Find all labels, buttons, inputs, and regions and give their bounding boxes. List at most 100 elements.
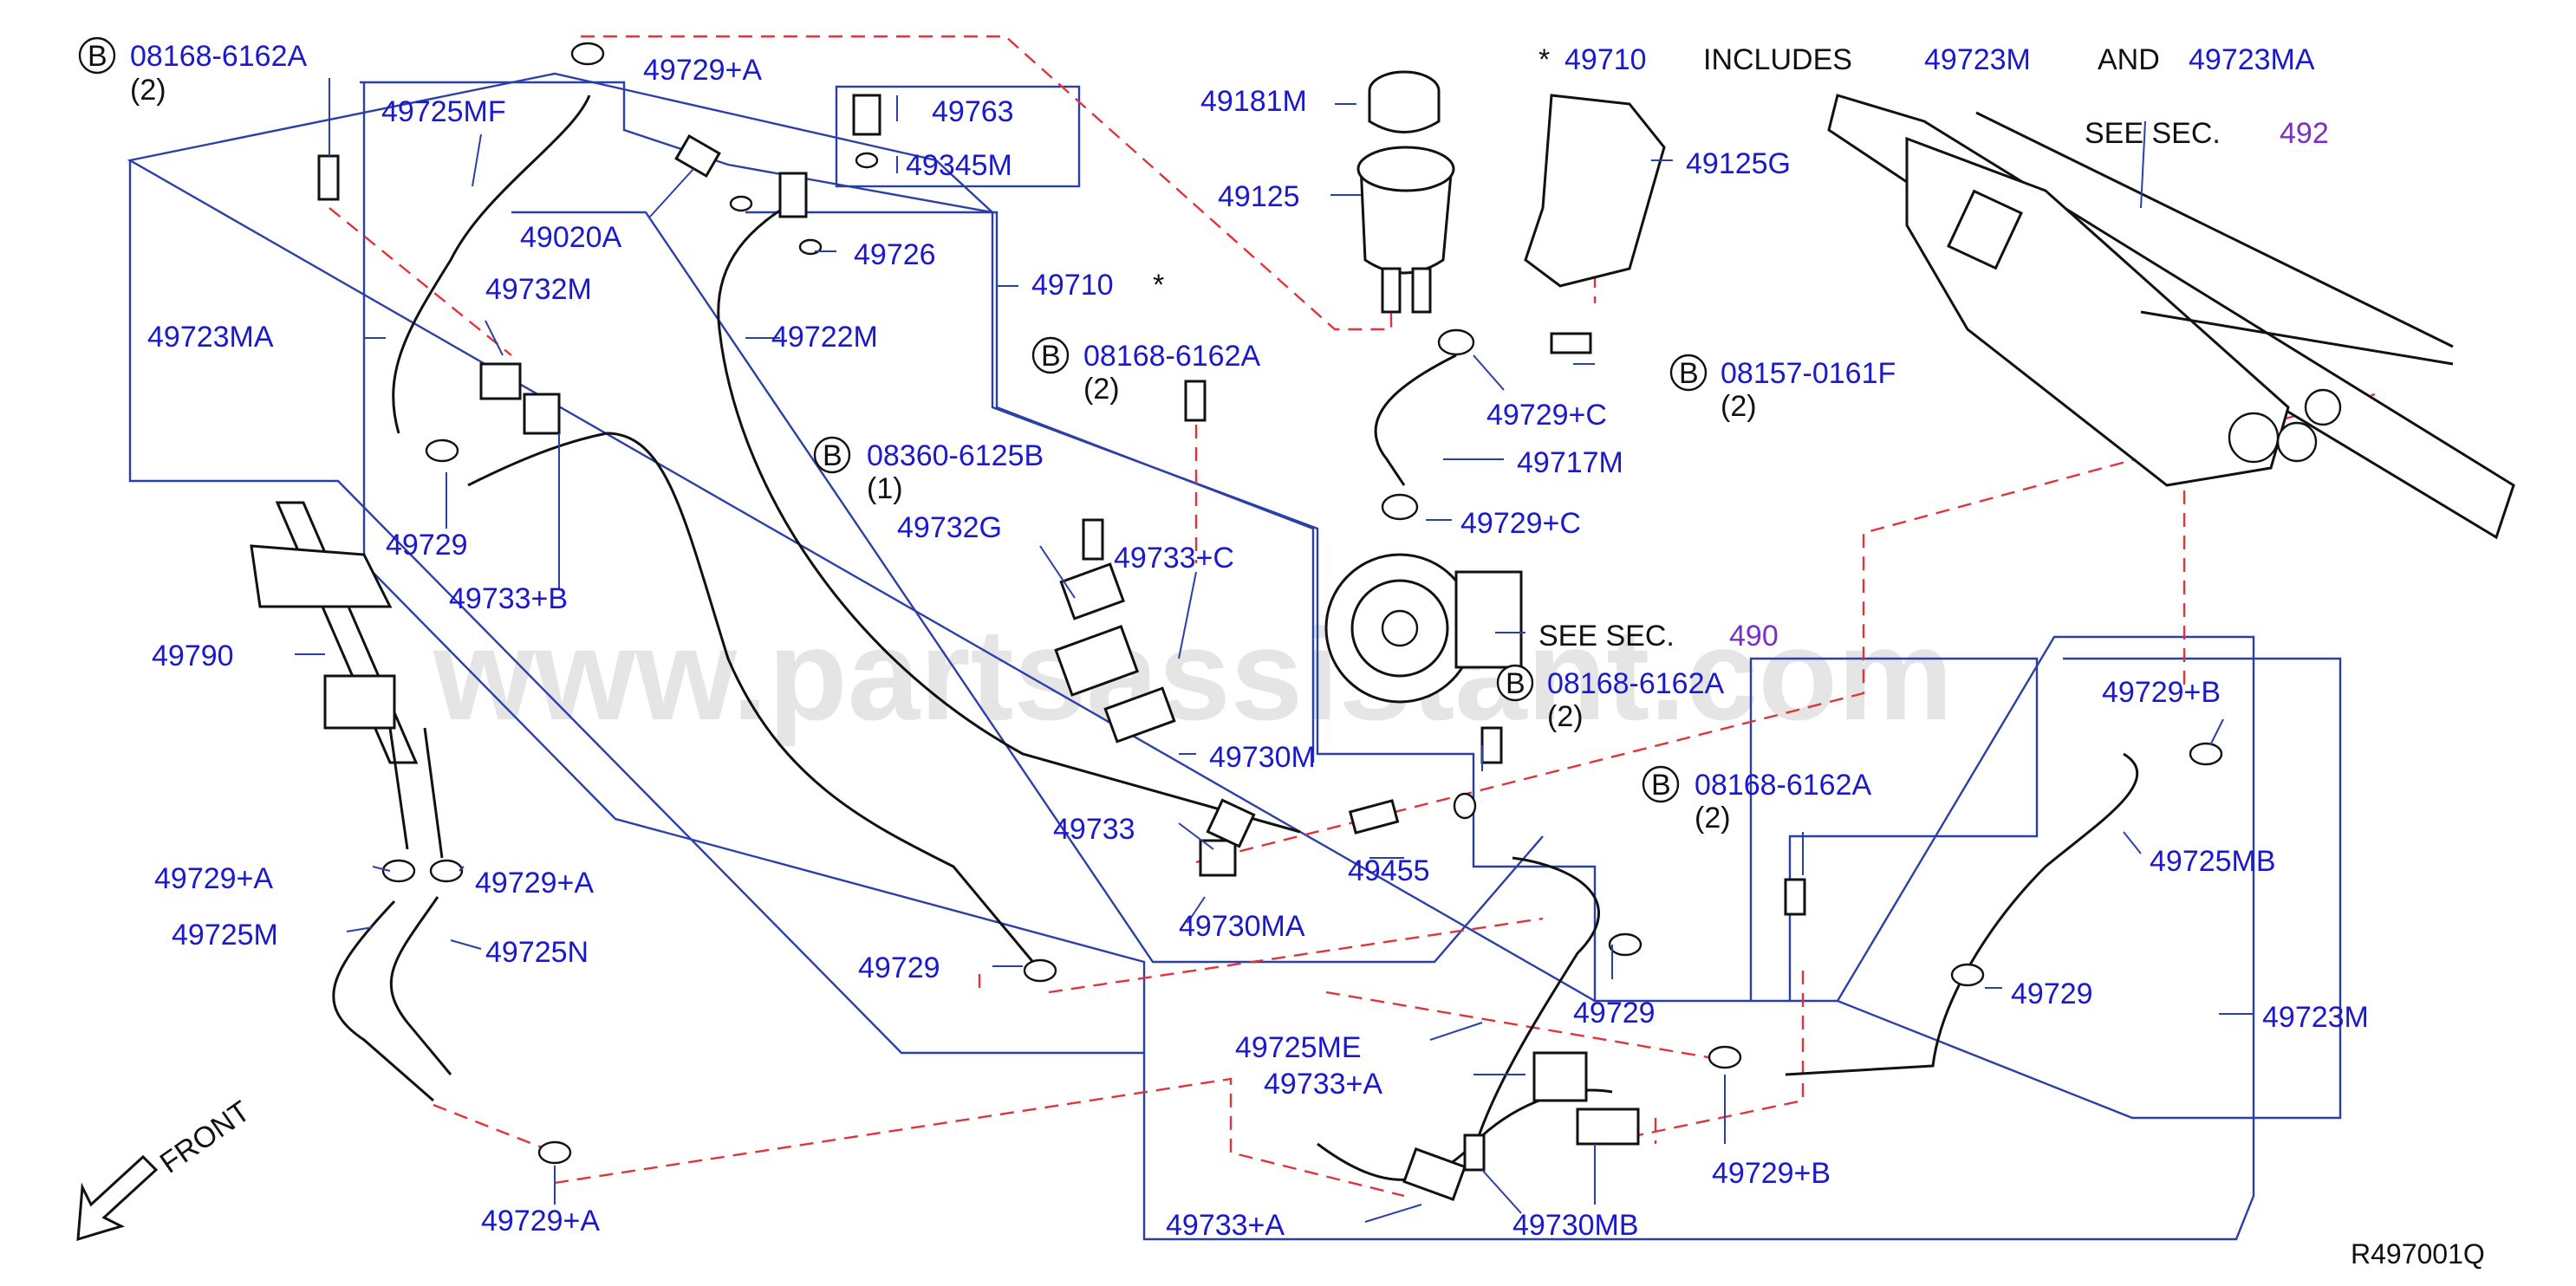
label-49345M: 49345M: [906, 149, 1012, 182]
dashed-link-4: [1048, 917, 1544, 994]
hose-49725MB: [1785, 752, 2138, 1076]
leader-lines: [295, 78, 2254, 1223]
dashed-link-7: [433, 1103, 556, 1154]
part-labels: 49729+A 49725MF 49763 49345M 49020A 4972…: [147, 54, 2369, 1242]
label-49790: 49790: [152, 640, 234, 672]
label-49725M: 49725M: [172, 919, 278, 952]
bolt-qty: (2): [1547, 700, 1584, 733]
note-code-a: 49723M: [1924, 43, 2031, 76]
label-49725ME: 49725ME: [1235, 1031, 1362, 1064]
label-49733: 49733: [1053, 813, 1135, 846]
label-49732G: 49732G: [897, 511, 1002, 544]
diagram-reference-code: R497001Q: [2351, 1238, 2485, 1270]
bolt-callout-2: B 08168-6162A (2): [1031, 336, 1261, 406]
see-section-492: SEE SEC. 492: [2085, 117, 2329, 150]
bolt-callout-1: B 08168-6162A (2): [78, 36, 308, 107]
reservoir-tank: [1356, 70, 1455, 314]
label-49729C: 49729+C: [1486, 399, 1607, 432]
label-49730MA: 49730MA: [1179, 910, 1305, 943]
circle-b: B: [1041, 340, 1061, 373]
hose-49722M: [717, 198, 1301, 834]
clamps: [381, 42, 2223, 1165]
bolt-callout-3: B 08360-6125B (1): [813, 436, 1044, 505]
label-49732M: 49732M: [485, 273, 592, 306]
hose-49725MF: [392, 94, 591, 434]
front-direction-arrow: FRONT: [76, 1094, 257, 1242]
front-label: FRONT: [154, 1094, 257, 1179]
bolt-code: 08168-6162A: [1695, 769, 1872, 802]
bolt-qty: (2): [130, 74, 166, 107]
circle-b: B: [1679, 357, 1699, 390]
group-box-upper-left: [128, 160, 2255, 1241]
bolt-callout-6: B 08168-6162A (2): [1642, 765, 1872, 835]
bolt-code: 08168-6162A: [1547, 667, 1725, 700]
steering-gear-rack: [1827, 94, 2515, 540]
label-49763: 49763: [932, 95, 1014, 128]
power-steering-pump: [1324, 553, 1523, 704]
bolts: [317, 154, 1806, 1172]
label-49730M: 49730M: [1209, 741, 1316, 774]
note-code: 49710: [1564, 43, 1647, 76]
see-sec-text: SEE SEC.: [2085, 117, 2221, 150]
dashed-link-1: [581, 35, 1393, 331]
label-49725MB: 49725MB: [2150, 845, 2276, 878]
label-49729C: 49729+C: [1460, 507, 1581, 540]
label-49455: 49455: [1348, 854, 1430, 887]
mounting-brackets: [479, 362, 1640, 1201]
bolt-code: 08168-6162A: [130, 40, 308, 73]
label-49733A: 49733+A: [1264, 1068, 1382, 1101]
see-sec-number: 492: [2280, 117, 2329, 150]
label-49717M: 49717M: [1517, 446, 1623, 479]
watermark: www.partsassistant.com: [433, 601, 1953, 747]
label-49723M: 49723M: [2262, 1001, 2369, 1034]
label-49725N: 49725N: [485, 936, 589, 969]
label-49181M: 49181M: [1200, 85, 1307, 118]
bolt-callout-4: B 08157-0161F (2): [1669, 354, 1896, 423]
label-49125G: 49125G: [1686, 147, 1791, 180]
hose-49725N: [389, 896, 452, 1075]
bolt-qty: (2): [1721, 390, 1757, 423]
label-49729B: 49729+B: [1712, 1157, 1831, 1190]
dashed-link-6: [1325, 990, 1734, 1063]
bracket-49125G: [1524, 94, 1666, 288]
label-49729: 49729: [2011, 977, 2093, 1010]
includes-note: * 49710 INCLUDES 49723M AND 49723MA: [1538, 43, 2315, 76]
label-49729B: 49729+B: [2102, 676, 2221, 709]
label-49729: 49729: [1573, 997, 1656, 1029]
label-49733B: 49733+B: [449, 582, 568, 615]
label-49020A: 49020A: [520, 221, 622, 254]
see-section-490: SEE SEC. 490: [1538, 620, 1779, 653]
bolt-code: 08168-6162A: [1083, 340, 1261, 373]
see-sec-number: 490: [1729, 620, 1779, 653]
group-box-49763: [835, 85, 1081, 188]
note-and: AND: [2098, 43, 2160, 76]
note-star: *: [1538, 43, 1550, 76]
bolt-callout-5: B 08168-6162A (2): [1496, 664, 1725, 733]
hose-49725ME: [1472, 856, 1600, 1153]
circle-b: B: [1651, 769, 1671, 802]
bolt-code: 08360-6125B: [867, 439, 1044, 472]
dashed-link-3: [1195, 393, 2376, 864]
group-box-49710: [360, 81, 993, 214]
group-box-inner: [362, 82, 1146, 1053]
label-49710-star: *: [1153, 269, 1164, 302]
label-49729A: 49729+A: [481, 1205, 600, 1237]
label-49733A: 49733+A: [1166, 1209, 1285, 1242]
group-box-49710-outline: [511, 211, 1544, 964]
bolt-qty: (2): [1695, 802, 1731, 835]
label-49729: 49729: [858, 952, 940, 984]
label-49729: 49729: [386, 529, 468, 562]
note-code-b: 49723MA: [2189, 43, 2315, 76]
see-sec-text: SEE SEC.: [1538, 620, 1675, 653]
bolt-qty: (2): [1083, 373, 1120, 406]
bolt-code: 08157-0161F: [1721, 357, 1896, 390]
bolt-qty: (1): [867, 472, 903, 505]
label-49723MA: 49723MA: [147, 321, 274, 354]
dashed-link-8: [554, 1077, 1405, 1198]
group-box-49710-mid: [745, 211, 1315, 763]
label-49733C: 49733+C: [1114, 542, 1234, 575]
label-49729A: 49729+A: [643, 54, 762, 87]
group-box-49723M: [1837, 657, 2342, 1120]
label-49725MF: 49725MF: [381, 95, 506, 128]
